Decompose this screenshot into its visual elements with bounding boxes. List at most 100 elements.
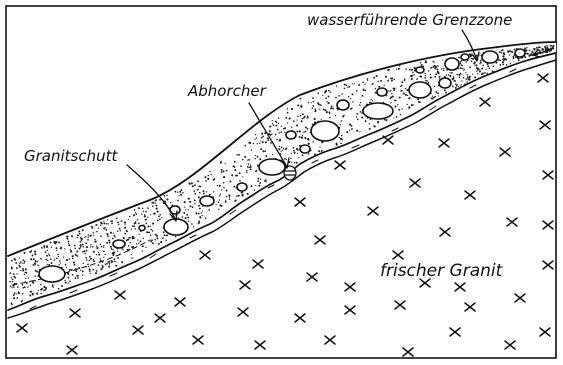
stipple-dot xyxy=(238,154,240,156)
stipple-dot xyxy=(219,195,220,196)
stipple-dot xyxy=(101,265,102,266)
stipple-dot xyxy=(362,95,364,97)
stipple-dot xyxy=(115,265,117,267)
stipple-dot xyxy=(58,288,60,290)
stipple-dot xyxy=(275,125,277,127)
stipple-dot xyxy=(48,253,49,254)
stipple-dot xyxy=(221,169,223,171)
stipple-dot xyxy=(84,253,86,255)
stipple-dot xyxy=(47,250,48,251)
stipple-dot xyxy=(144,214,146,216)
stipple-dot xyxy=(93,251,95,253)
stipple-dot xyxy=(72,255,74,257)
stipple-dot xyxy=(186,214,188,216)
stipple-dot xyxy=(544,46,546,48)
stipple-dot xyxy=(285,117,287,119)
stipple-dot xyxy=(390,102,391,103)
stipple-dot xyxy=(36,271,38,273)
stipple-dot xyxy=(226,190,228,192)
boulder xyxy=(139,226,145,231)
stipple-dot xyxy=(150,229,152,231)
stipple-dot xyxy=(314,153,316,155)
stipple-dot xyxy=(34,251,36,253)
stipple-dot xyxy=(12,281,14,283)
stipple-dot xyxy=(70,249,71,250)
stipple-dot xyxy=(328,111,330,113)
stipple-dot xyxy=(233,166,235,168)
stipple-dot xyxy=(77,277,79,279)
stipple-dot xyxy=(80,244,82,246)
stipple-dot xyxy=(22,263,23,264)
stipple-dot xyxy=(432,61,434,63)
stipple-dot xyxy=(399,109,401,111)
stipple-dot xyxy=(247,193,249,195)
stipple-dot xyxy=(413,74,414,75)
stipple-dot xyxy=(197,180,199,182)
stipple-dot xyxy=(448,74,449,75)
stipple-dot xyxy=(164,195,166,197)
stipple-dot xyxy=(30,291,32,293)
stipple-dot xyxy=(306,117,307,118)
stipple-dot xyxy=(14,283,16,285)
stipple-dot xyxy=(134,209,136,211)
stipple-dot xyxy=(337,109,338,110)
stipple-dot xyxy=(82,244,84,246)
stipple-dot xyxy=(291,108,293,110)
stipple-dot xyxy=(158,216,160,218)
stipple-dot xyxy=(261,133,263,135)
stipple-dot xyxy=(251,185,253,187)
stipple-dot xyxy=(470,55,472,57)
stipple-dot xyxy=(380,80,382,82)
stipple-dot xyxy=(153,213,154,214)
stipple-dot xyxy=(61,285,63,287)
stipple-dot xyxy=(105,229,107,231)
stipple-dot xyxy=(213,191,214,192)
stipple-dot xyxy=(45,251,47,253)
stipple-dot xyxy=(150,225,151,226)
stipple-dot xyxy=(510,63,511,64)
stipple-dot xyxy=(90,244,91,245)
stipple-dot xyxy=(265,155,267,157)
stipple-dot xyxy=(111,220,113,222)
stipple-dot xyxy=(75,268,77,270)
stipple-dot xyxy=(101,246,103,248)
stipple-dot xyxy=(124,223,126,225)
stipple-dot xyxy=(271,134,272,135)
stipple-dot xyxy=(391,93,392,94)
stipple-dot xyxy=(400,114,401,115)
stipple-dot xyxy=(142,245,144,247)
stipple-dot xyxy=(474,63,475,64)
stipple-dot xyxy=(131,257,132,258)
stipple-dot xyxy=(452,78,454,80)
stipple-dot xyxy=(229,196,231,198)
stipple-dot xyxy=(236,175,238,177)
stipple-dot xyxy=(147,217,148,218)
stipple-dot xyxy=(527,53,529,55)
stipple-dot xyxy=(178,217,179,218)
stipple-dot xyxy=(152,242,154,244)
stipple-dot xyxy=(482,65,484,67)
stipple-dot xyxy=(184,201,186,203)
stipple-dot xyxy=(524,48,526,50)
stipple-dot xyxy=(287,122,288,123)
stipple-dot xyxy=(397,104,398,105)
stipple-dot xyxy=(162,237,164,239)
stipple-dot xyxy=(163,231,165,233)
stipple-dot xyxy=(180,194,182,196)
stipple-dot xyxy=(96,245,97,246)
stipple-dot xyxy=(399,97,401,99)
stipple-dot xyxy=(289,118,291,120)
stipple-dot xyxy=(453,76,455,78)
stipple-dot xyxy=(64,248,65,249)
boulder xyxy=(286,131,296,139)
stipple-dot xyxy=(267,137,269,139)
stipple-dot xyxy=(155,205,157,207)
stipple-dot xyxy=(257,178,259,180)
stipple-dot xyxy=(312,141,314,143)
stipple-dot xyxy=(219,185,221,187)
stipple-dot xyxy=(428,70,430,72)
stipple-dot xyxy=(383,85,384,86)
stipple-dot xyxy=(324,109,326,111)
stipple-dot xyxy=(354,83,355,84)
stipple-dot xyxy=(43,245,45,247)
